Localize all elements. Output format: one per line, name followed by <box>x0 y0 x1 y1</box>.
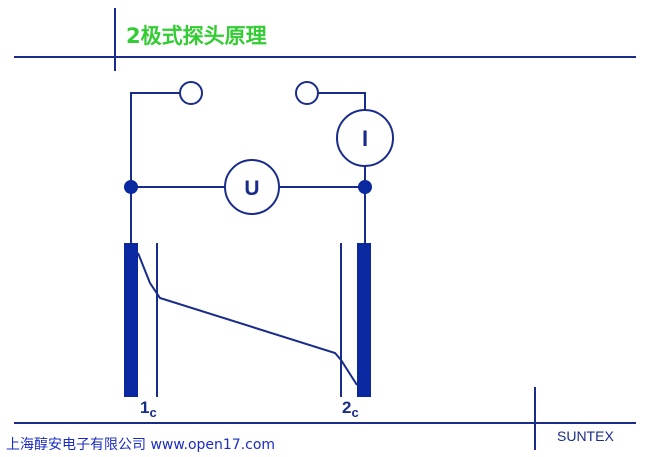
ammeter-circle <box>336 109 394 167</box>
electrode-1-subscript: c <box>149 405 156 420</box>
electrode-1 <box>124 243 138 397</box>
slide-title: 2极式探头原理 <box>126 24 267 48</box>
potential-curve <box>137 252 358 386</box>
ammeter-label: I <box>362 126 368 151</box>
voltmeter-circle <box>224 159 280 215</box>
left-wire <box>130 92 180 243</box>
electrode-2-subscript: c <box>351 405 358 420</box>
footer-company-link[interactable]: 上海醇安电子有限公司 www.open17.com <box>6 437 276 453</box>
left-terminal <box>179 81 203 105</box>
right-junction <box>358 180 372 194</box>
electrode-1-label: 1c <box>140 398 157 420</box>
right-terminal <box>295 81 319 105</box>
electrode-1-number: 1 <box>140 398 149 417</box>
voltmeter-label: U <box>244 177 259 200</box>
electrode-2-number: 2 <box>342 398 351 417</box>
electrode-2-label: 2c <box>342 398 359 420</box>
electrode-2 <box>357 243 371 397</box>
left-junction <box>124 180 138 194</box>
footer-brand: SUNTEX <box>557 428 614 444</box>
